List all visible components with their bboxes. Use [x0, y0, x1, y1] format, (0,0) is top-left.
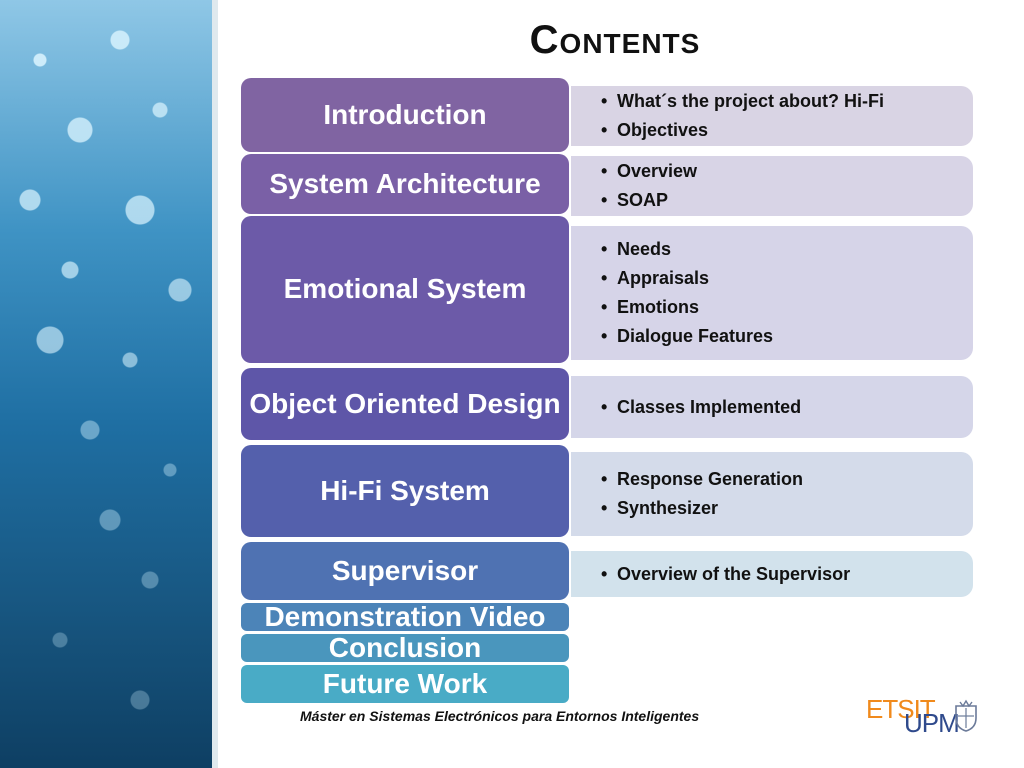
section-future-work: Future Work [241, 665, 569, 703]
bullet-item: Overview [601, 157, 973, 186]
footer-text: Máster en Sistemas Electrónicos para Ent… [300, 708, 700, 724]
bullet-item: SOAP [601, 186, 973, 215]
slide-title: Contents [529, 18, 701, 62]
bullet-item: Overview of the Supervisor [601, 560, 973, 589]
section-object-oriented-design: Object Oriented Design [241, 368, 569, 440]
bullet-item: Classes Implemented [601, 393, 973, 422]
section-conclusion: Conclusion [241, 632, 569, 663]
section-emotional-system-details: Needs Appraisals Emotions Dialogue Featu… [571, 226, 973, 360]
section-demonstration-video: Demonstration Video [241, 601, 569, 632]
bullet-item: Needs [601, 235, 973, 264]
logo-text-etsit: ETSIT [866, 694, 936, 724]
bullet-item: Synthesizer [601, 494, 973, 523]
section-object-oriented-design-details: Classes Implemented [571, 376, 973, 438]
crest-seal-icon [955, 699, 977, 732]
bullet-item: What´s the project about? Hi-Fi [601, 87, 973, 116]
section-hifi-system-details: Response Generation Synthesizer [571, 452, 973, 536]
section-system-architecture: System Architecture [241, 154, 569, 214]
logo-text-upm: UPM [904, 708, 960, 738]
section-system-architecture-details: Overview SOAP [571, 156, 973, 216]
section-supervisor: Supervisor [241, 542, 569, 600]
section-supervisor-details: Overview of the Supervisor [571, 551, 973, 597]
bullet-item: Dialogue Features [601, 322, 973, 351]
bullet-item: Appraisals [601, 264, 973, 293]
etsit-upm-logo: ETSIT UPM [866, 694, 982, 742]
section-introduction-details: What´s the project about? Hi-Fi Objectiv… [571, 86, 973, 146]
bullet-item: Objectives [601, 116, 973, 145]
water-bubbles-background [0, 0, 212, 768]
section-emotional-system: Emotional System [241, 216, 569, 363]
background-divider [212, 0, 218, 768]
bullet-item: Emotions [601, 293, 973, 322]
section-hifi-system: Hi-Fi System [241, 445, 569, 537]
bullet-item: Response Generation [601, 465, 973, 494]
section-introduction: Introduction [241, 78, 569, 152]
